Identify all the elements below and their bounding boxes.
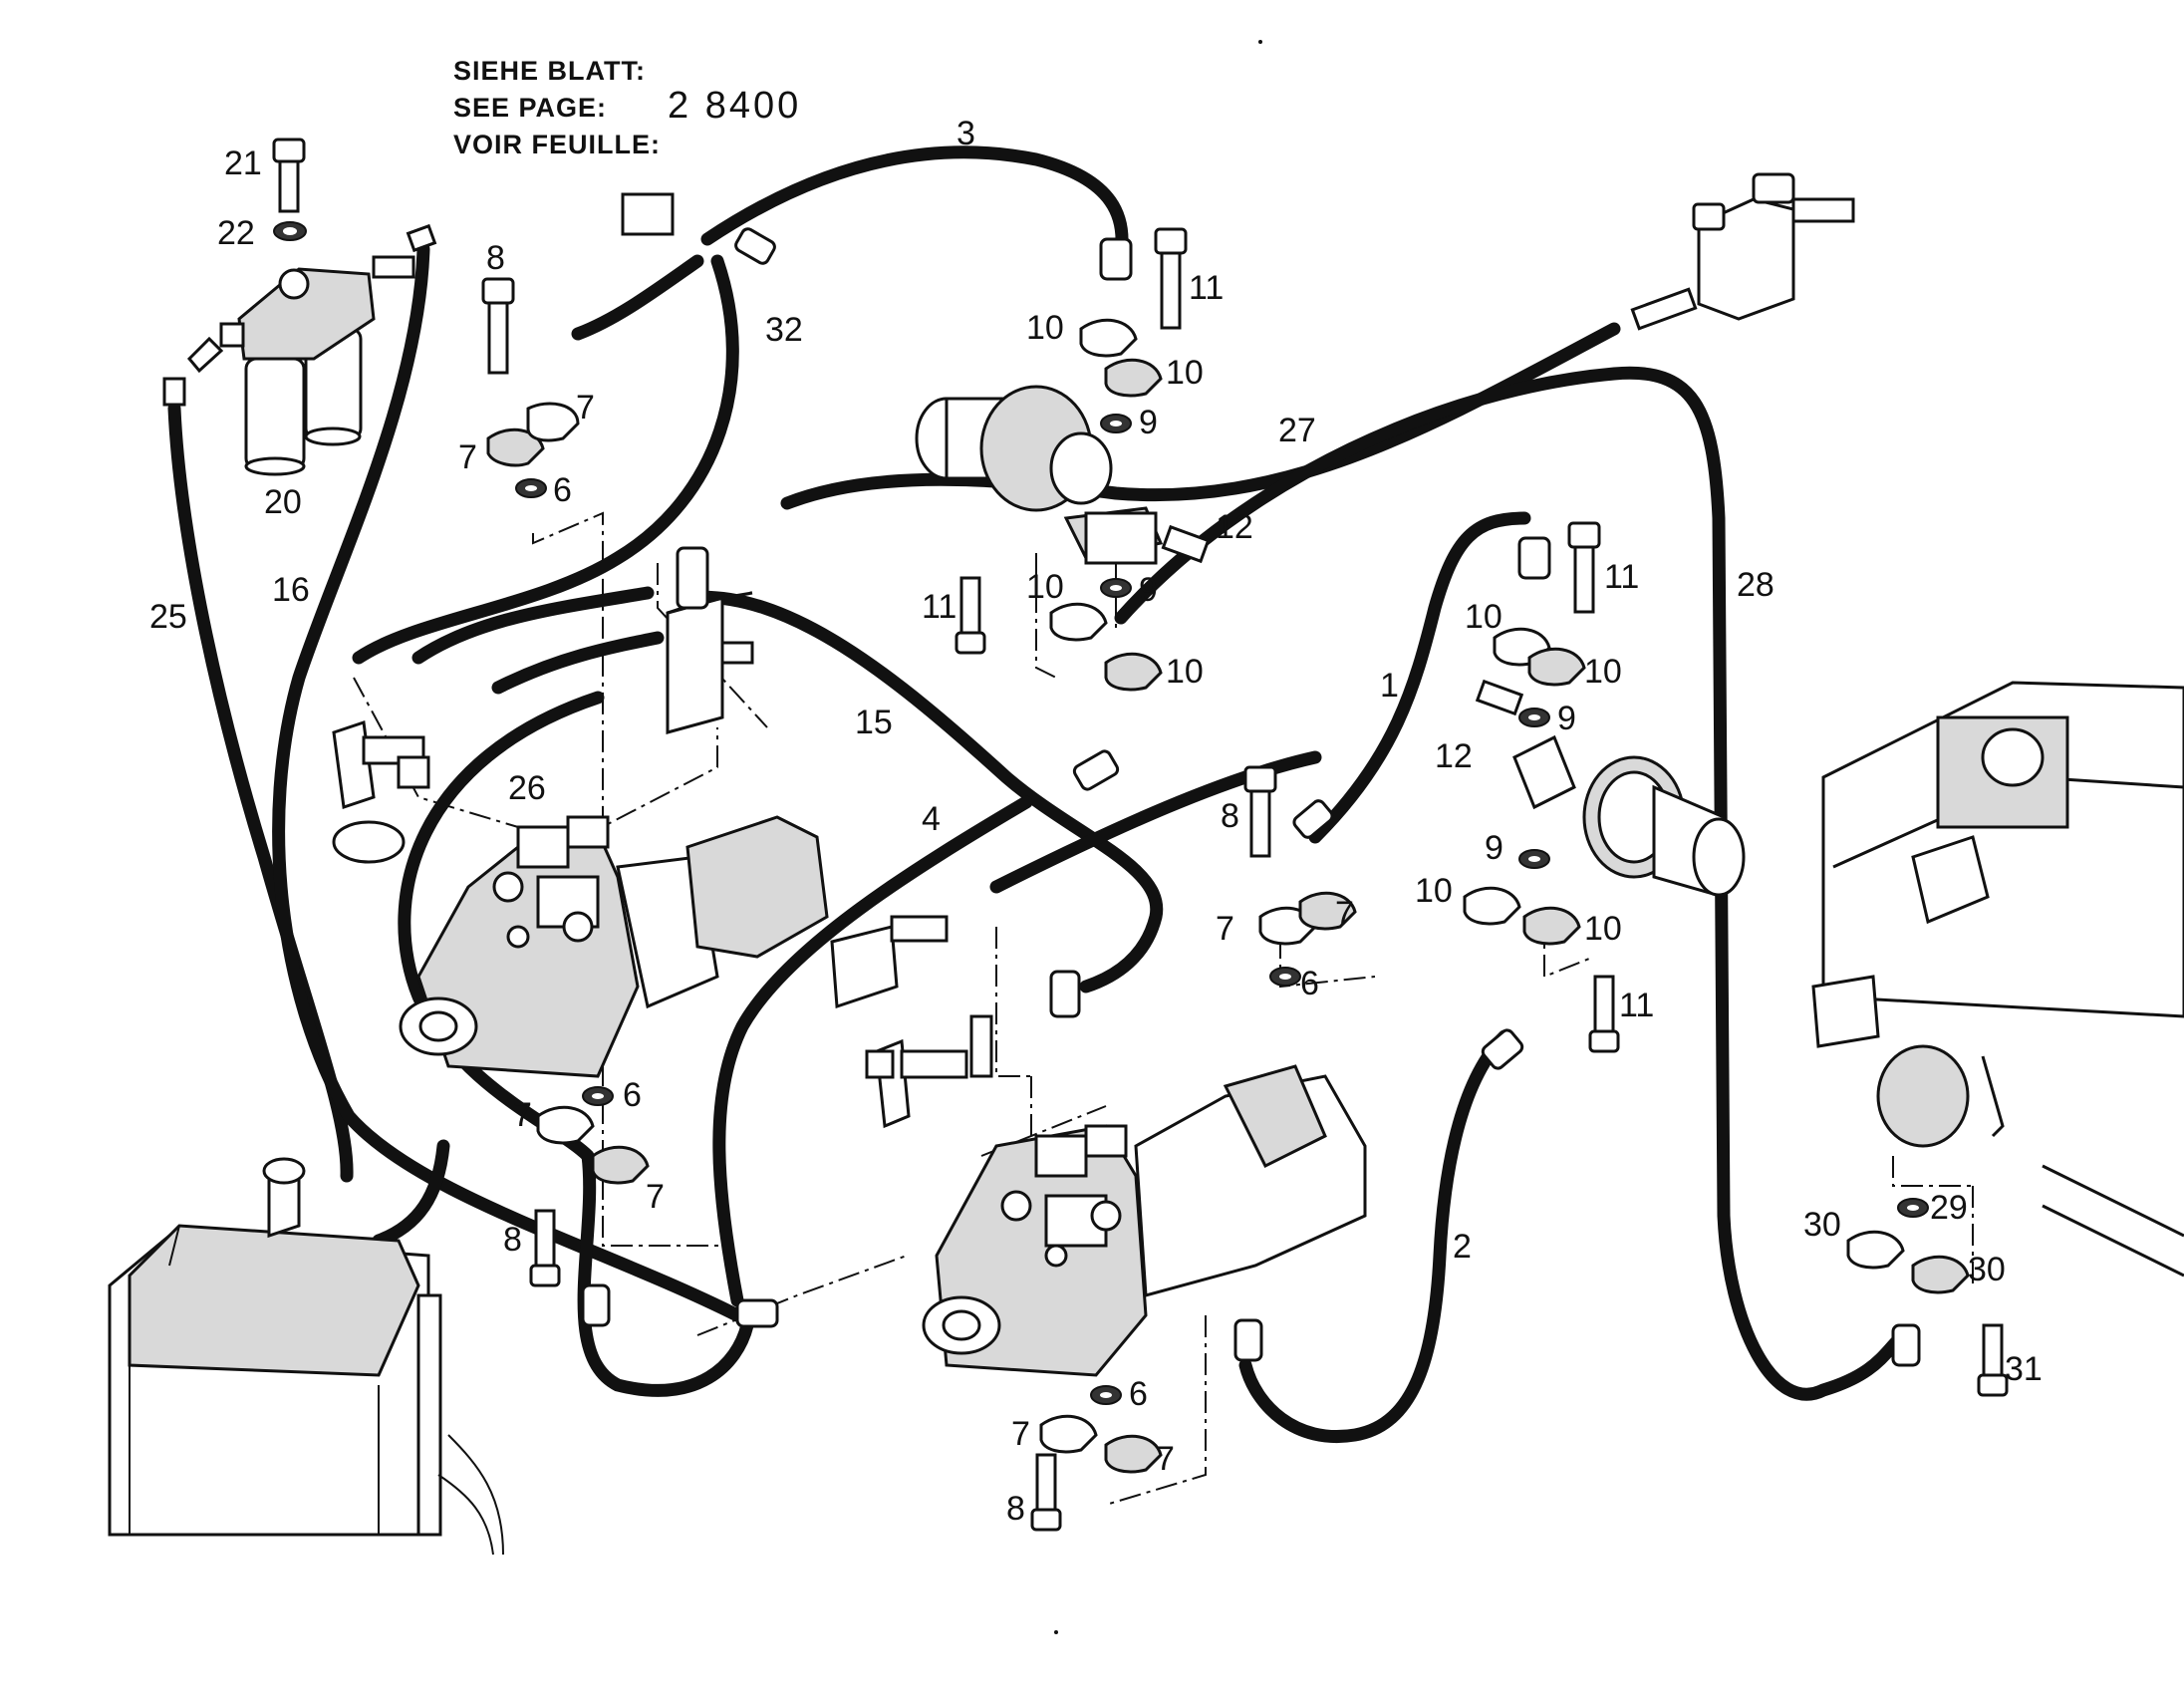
hose-26-b <box>491 631 665 695</box>
callout-7f: 7 <box>1335 895 1354 933</box>
engine-block-icon <box>1811 681 2184 1278</box>
hose-15 <box>681 590 1164 994</box>
callout-7h: 7 <box>1156 1440 1175 1478</box>
note-page-number: 2 8400 <box>668 85 801 127</box>
callout-7a: 7 <box>576 389 595 426</box>
callout-29: 29 <box>1930 1189 1968 1227</box>
callout-9c: 9 <box>1557 700 1576 737</box>
bolt-icon <box>955 576 986 655</box>
callout-26: 26 <box>508 769 546 807</box>
hose-3 <box>700 145 1129 261</box>
callout-11c: 11 <box>1604 558 1639 596</box>
callout-4: 4 <box>922 800 941 838</box>
callout-10b: 10 <box>1166 354 1204 392</box>
hydraulic-motor-icon <box>1512 734 1746 899</box>
bolt-icon <box>529 1209 561 1287</box>
callout-10c: 10 <box>1026 568 1064 606</box>
hose-1 <box>1308 511 1531 844</box>
callout-6b: 6 <box>623 1076 642 1114</box>
washer-icon <box>515 414 1929 1405</box>
callout-1: 1 <box>1380 667 1399 705</box>
hose-4 <box>712 795 1033 1307</box>
callout-21: 21 <box>224 144 262 182</box>
callout-11d: 11 <box>1619 987 1654 1024</box>
callout-30b: 30 <box>1968 1251 2006 1288</box>
hose-32 <box>352 254 739 665</box>
bolt-icon <box>1243 765 1277 858</box>
callout-20: 20 <box>264 483 302 521</box>
callout-27: 27 <box>1278 412 1316 449</box>
valve-block-icon <box>666 546 754 734</box>
callout-10d: 10 <box>1166 653 1204 691</box>
callout-7b: 7 <box>458 438 477 476</box>
filter-icon <box>186 255 415 476</box>
callout-15: 15 <box>855 704 893 741</box>
hydraulic-motor-icon <box>915 385 1164 565</box>
valve-block-icon <box>830 915 949 1009</box>
flange-clamp-icon <box>486 318 1970 1474</box>
callout-22: 22 <box>217 214 255 252</box>
callout-11b: 11 <box>922 588 956 626</box>
callout-7g: 7 <box>1011 1415 1030 1453</box>
hydraulic-pump-icon <box>922 1064 1367 1377</box>
hose-28 <box>1114 366 1905 1401</box>
valve-block-icon <box>875 1014 993 1129</box>
callout-11a: 11 <box>1189 269 1224 307</box>
bolt-icon <box>1588 975 1620 1053</box>
callout-10f: 10 <box>1584 653 1622 691</box>
callout-16: 16 <box>272 571 310 609</box>
hose-cooler <box>372 1139 450 1248</box>
callout-12b: 12 <box>1435 737 1473 775</box>
callout-6d: 6 <box>1129 1375 1148 1413</box>
callout-25: 25 <box>149 598 187 636</box>
callout-8b: 8 <box>1221 797 1239 835</box>
note-line-de: SIEHE BLATT: <box>453 56 646 86</box>
reference-note: SIEHE BLATT: SEE PAGE: VOIR FEUILLE: 2 8… <box>453 56 801 159</box>
bolt-icon <box>1154 227 1188 330</box>
callout-labels: 1 2 3 4 6 6 6 6 7 7 7 7 7 7 7 7 8 8 8 8 … <box>149 115 2043 1528</box>
washer-icon <box>273 221 307 241</box>
callout-32: 32 <box>765 311 803 349</box>
callout-8d: 8 <box>1006 1490 1025 1528</box>
callout-8c: 8 <box>503 1221 522 1259</box>
bolt-icon <box>1030 1453 1062 1532</box>
callout-28: 28 <box>1737 566 1774 604</box>
hose-top-left <box>571 254 704 341</box>
callout-6c: 6 <box>1300 965 1319 1002</box>
callout-10a: 10 <box>1026 309 1064 347</box>
callout-9d: 9 <box>1485 829 1503 867</box>
hose-26-a <box>411 586 655 665</box>
hose-2 <box>1238 1029 1511 1443</box>
callout-7d: 7 <box>646 1178 665 1216</box>
hose-fittings <box>581 192 1921 1367</box>
bolt-icon <box>272 138 306 213</box>
callout-8a: 8 <box>486 239 505 277</box>
hydraulic-pump-icon <box>399 815 829 1078</box>
callout-10h: 10 <box>1584 910 1622 948</box>
note-line-fr: VOIR FEUILLE: <box>453 130 661 159</box>
callout-2: 2 <box>1453 1228 1472 1266</box>
bolt-icon <box>481 277 515 375</box>
callout-7e: 7 <box>1216 910 1234 948</box>
callout-3: 3 <box>956 115 975 152</box>
bolt-icon <box>1977 1323 2009 1397</box>
bolt-icon <box>1567 521 1601 614</box>
hoses <box>167 145 1905 1443</box>
hose-16 <box>272 242 744 1322</box>
callout-12a: 12 <box>1216 508 1253 546</box>
hose-to-motor <box>989 750 1322 894</box>
note-line-en: SEE PAGE: <box>453 93 607 123</box>
callout-7c: 7 <box>513 1096 532 1134</box>
valve-block-icon <box>332 720 430 864</box>
callout-9b: 9 <box>1139 571 1158 609</box>
callout-31: 31 <box>2005 1350 2043 1388</box>
callout-6a: 6 <box>553 471 572 509</box>
callout-10e: 10 <box>1465 598 1502 636</box>
oil-cooler-icon <box>108 1157 504 1556</box>
callout-9a: 9 <box>1139 404 1158 441</box>
callout-10g: 10 <box>1415 872 1453 910</box>
valve-block-icon <box>1630 172 1855 331</box>
callout-30a: 30 <box>1803 1206 1841 1244</box>
